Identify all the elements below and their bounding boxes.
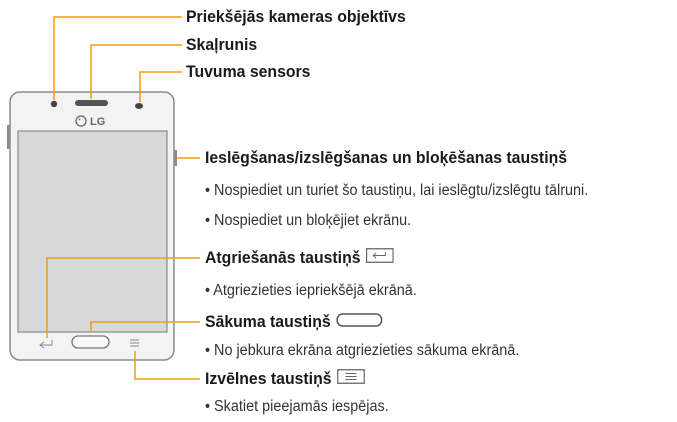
- phone-screen: [17, 130, 168, 333]
- menu-key-bullet-1: Skatiet pieejamās iespējas.: [205, 398, 389, 416]
- label-home-key: Sākuma taustiņš: [205, 312, 383, 333]
- phone-logo-text: LG: [90, 116, 105, 128]
- proximity-sensor-dot: [135, 103, 143, 109]
- front-camera-lens: [50, 100, 58, 108]
- back-arrow-icon: [366, 247, 394, 268]
- label-back-key: Atgriešanās taustiņš: [205, 247, 394, 269]
- power-key-bullet-2: Nospiediet un bloķējiet ekrānu.: [205, 212, 411, 230]
- menu-key-title: Izvēlnes taustiņš: [205, 369, 332, 388]
- callout-speaker: [90, 44, 182, 99]
- phone-home-key: [71, 335, 110, 349]
- phone-menu-key: [130, 339, 139, 347]
- menu-lines-icon: [337, 368, 365, 389]
- callout-menu: [134, 351, 200, 380]
- phone-back-key: [39, 340, 53, 349]
- volume-button: [7, 125, 10, 149]
- label-speaker: Skaļrunis: [186, 35, 258, 54]
- power-key-bullet-1: Nospiediet un turiet šo taustiņu, lai ie…: [205, 182, 588, 200]
- label-menu-key: Izvēlnes taustiņš: [205, 368, 365, 390]
- back-key-bullet-1: Atgriezieties iepriekšējā ekrānā.: [205, 282, 417, 300]
- label-power-key: Ieslēgšanas/izslēgšanas un bloķēšanas ta…: [205, 148, 568, 167]
- power-button: [174, 150, 177, 166]
- label-proximity-sensor: Tuvuma sensors: [186, 62, 311, 81]
- speaker-grille: [75, 100, 108, 106]
- label-front-camera: Priekšējās kameras objektīvs: [186, 7, 406, 26]
- lg-logo-icon: [75, 115, 87, 127]
- back-key-title: Atgriešanās taustiņš: [205, 248, 361, 267]
- callout-front-camera: [53, 16, 182, 100]
- home-key-bullet-1: No jebkura ekrāna atgriezieties sākuma e…: [205, 342, 519, 360]
- home-pill-icon: [336, 312, 383, 332]
- callout-back: [46, 257, 200, 338]
- home-key-title: Sākuma taustiņš: [205, 312, 331, 331]
- callout-proximity: [139, 71, 182, 102]
- callout-home: [90, 321, 200, 331]
